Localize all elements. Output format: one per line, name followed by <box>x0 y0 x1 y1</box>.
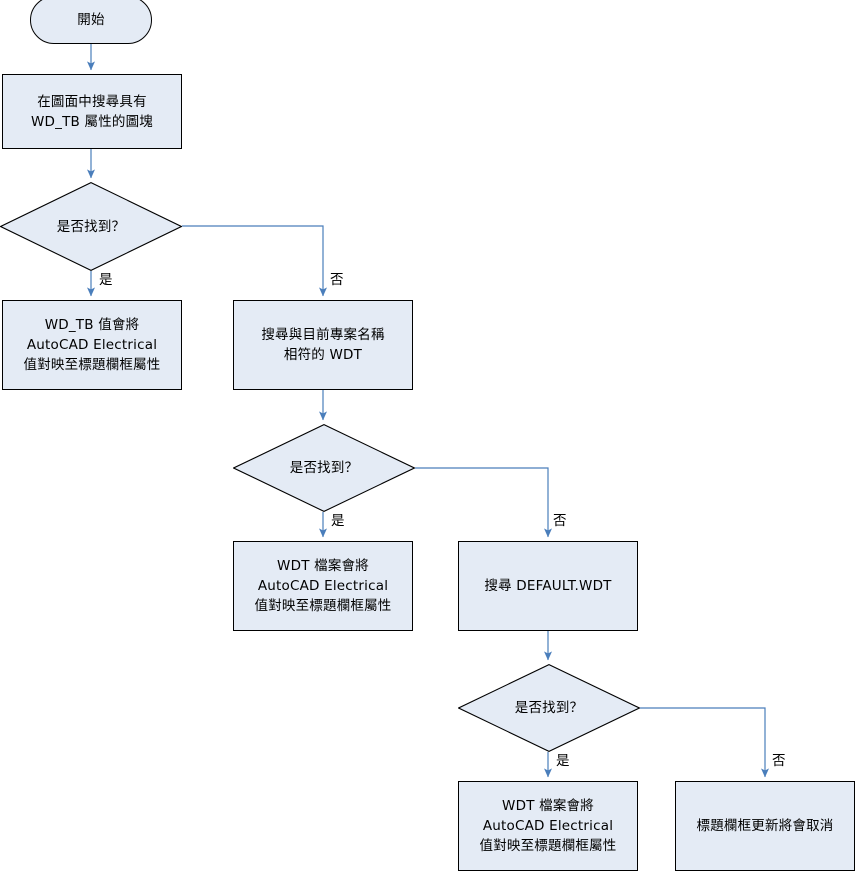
edge-label-e-d1-no: 否 <box>330 272 344 288</box>
node-label: WD_TB 值會將 AutoCAD Electrical 值對映至標題欄框屬性 <box>23 317 161 373</box>
node-cancel-update[interactable]: 標題欄框更新將會取消 <box>675 781 855 871</box>
node-decision-2[interactable]: 是否找到？ <box>233 424 415 512</box>
node-wd-tb-map[interactable]: WD_TB 值會將 AutoCAD Electrical 值對映至標題欄框屬性 <box>2 300 182 390</box>
node-search-default-wdt[interactable]: 搜尋 DEFAULT.WDT <box>458 541 638 631</box>
node-label: 搜尋與目前專案名稱 相符的 WDT <box>261 327 385 363</box>
node-search-project-wdt[interactable]: 搜尋與目前專案名稱 相符的 WDT <box>233 300 413 390</box>
node-label: 是否找到？ <box>56 218 126 235</box>
connector-e-d2-no <box>415 467 552 538</box>
edge-label-e-d2-no: 否 <box>553 513 567 529</box>
decision-shape <box>458 664 640 752</box>
node-label: 標題欄框更新將會取消 <box>696 818 834 834</box>
node-label: WDT 檔案會將 AutoCAD Electrical 值對映至標題欄框屬性 <box>479 798 617 854</box>
connector-e-d3-no <box>640 707 769 778</box>
node-label: 是否找到？ <box>514 700 584 716</box>
node-search-wd-tb[interactable]: 在圖面中搜尋具有 WD_TB 屬性的圖塊 <box>2 74 182 149</box>
node-label: 搜尋 DEFAULT.WDT <box>484 578 612 594</box>
node-start[interactable]: 開始 <box>30 0 152 44</box>
node-label: 在圖面中搜尋具有 WD_TB 屬性的圖塊 <box>31 93 153 130</box>
edge-label-e-d1-yes: 是 <box>99 272 113 288</box>
node-label: 開始 <box>77 12 105 28</box>
edge-label-e-d3-no: 否 <box>772 753 786 769</box>
edge-label-e-d3-yes: 是 <box>556 753 570 769</box>
edge-label-e-d2-yes: 是 <box>331 513 345 529</box>
decision-shape <box>233 424 415 512</box>
connector-e-d1-no <box>182 225 327 297</box>
decision-shape <box>0 182 182 271</box>
node-label: 是否找到？ <box>289 460 359 476</box>
node-wdt-map-1[interactable]: WDT 檔案會將 AutoCAD Electrical 值對映至標題欄框屬性 <box>233 541 413 631</box>
node-decision-3[interactable]: 是否找到？ <box>458 664 640 752</box>
node-wdt-map-2[interactable]: WDT 檔案會將 AutoCAD Electrical 值對映至標題欄框屬性 <box>458 781 638 871</box>
node-label: WDT 檔案會將 AutoCAD Electrical 值對映至標題欄框屬性 <box>254 558 392 614</box>
node-decision-1[interactable]: 是否找到？ <box>0 182 182 271</box>
